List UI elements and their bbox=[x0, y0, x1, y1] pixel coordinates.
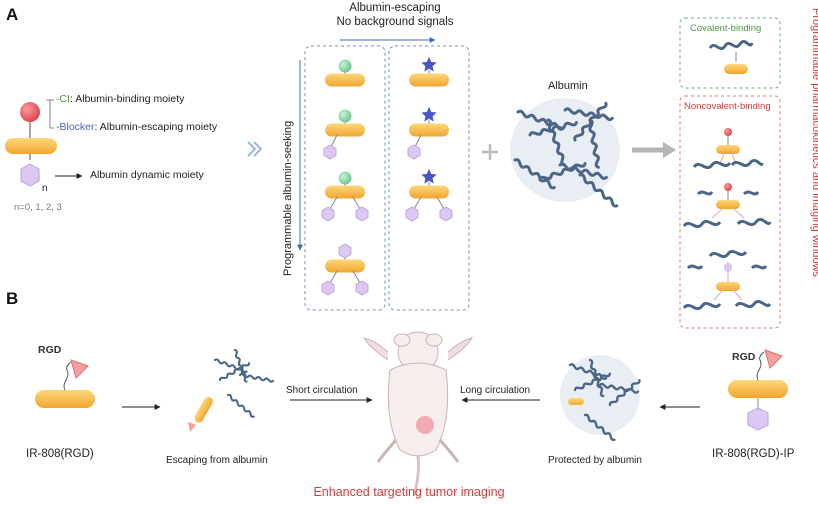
escaping-caption: Escaping from albumin bbox=[166, 455, 268, 466]
albumin-protein bbox=[510, 98, 620, 209]
ci-label: : Albumin-binding moiety bbox=[70, 93, 185, 105]
blocker-prefix: -Blocker bbox=[56, 121, 95, 133]
dynamic-label: Albumin dynamic moiety bbox=[90, 169, 204, 181]
panel-a-letter: A bbox=[6, 5, 19, 24]
ci-row-1 bbox=[323, 109, 365, 160]
molecule-legend bbox=[5, 99, 83, 187]
ci-row-0 bbox=[325, 59, 365, 87]
noncovalent-complex-1 bbox=[692, 128, 764, 170]
mouse-illustration bbox=[362, 331, 474, 496]
plus-icon bbox=[482, 144, 498, 160]
left-probe-name: IR-808(RGD) bbox=[26, 448, 94, 460]
ci-row-3 bbox=[321, 243, 369, 296]
escaping-protein bbox=[188, 348, 275, 432]
chevron-arrow-icon bbox=[247, 141, 263, 157]
seeking-label: Programmable albumin-seeking bbox=[282, 120, 294, 276]
noncovalent-label: Noncovalent-binding bbox=[684, 101, 771, 112]
panel-b-letter: B bbox=[6, 289, 19, 308]
right-probe-name: IR-808(RGD)-IP bbox=[712, 448, 795, 460]
n-values: n=0, 1, 2, 3 bbox=[14, 202, 62, 213]
noncovalent-box bbox=[679, 95, 781, 329]
probe-rgd-ip-right bbox=[728, 349, 788, 431]
protected-caption: Protected by albumin bbox=[548, 455, 642, 466]
albumin-label: Albumin bbox=[548, 80, 588, 92]
protected-protein bbox=[560, 355, 642, 442]
long-circ-label: Long circulation bbox=[460, 385, 531, 396]
noncovalent-complex-3 bbox=[682, 249, 772, 311]
ci-prefix: -CI bbox=[56, 93, 70, 105]
blocker-row-0 bbox=[409, 57, 449, 87]
side-label: Programmable pharmacokinetics and imagin… bbox=[810, 8, 818, 278]
blocker-legend: -Blocker: Albumin-escaping moiety bbox=[56, 121, 218, 134]
grey-arrow bbox=[632, 142, 676, 158]
blocker-row-2 bbox=[405, 169, 453, 222]
n-label: n bbox=[42, 183, 48, 194]
bottom-title: Enhanced targeting tumor imaging bbox=[313, 485, 505, 499]
noncovalent-complex-2 bbox=[682, 183, 772, 229]
covalent-label: Covalent-binding bbox=[690, 23, 762, 34]
escaping-line2: No background signals bbox=[336, 16, 454, 28]
escaping-line1: Albumin-escaping bbox=[349, 2, 441, 14]
ci-row-2 bbox=[321, 171, 369, 222]
blocker-column-box bbox=[388, 45, 470, 311]
rgd-left: RGD bbox=[38, 344, 62, 356]
blocker-label: : Albumin-escaping moiety bbox=[94, 121, 218, 133]
short-circ-label: Short circulation bbox=[286, 385, 358, 396]
covalent-complex bbox=[708, 40, 754, 74]
probe-rgd-left bbox=[35, 359, 95, 408]
rgd-right: RGD bbox=[732, 351, 756, 363]
ci-column-box bbox=[304, 45, 386, 311]
blocker-row-1 bbox=[407, 107, 449, 160]
ci-legend: -CI: Albumin-binding moiety bbox=[56, 93, 185, 106]
covalent-box bbox=[679, 17, 781, 89]
